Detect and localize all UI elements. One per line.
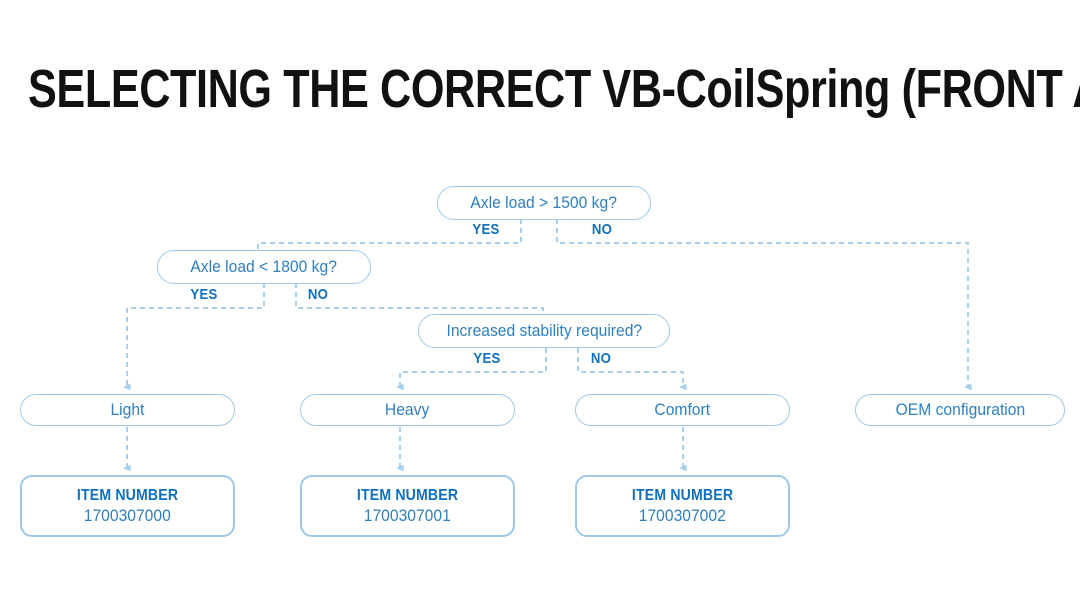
- branch-label-d1-no: NO: [591, 221, 613, 238]
- decision-axle-load-1500[interactable]: Axle load > 1500 kg?: [437, 186, 651, 220]
- branch-label-d3-no: NO: [590, 350, 612, 367]
- item-number-card-light[interactable]: ITEM NUMBER 1700307000: [20, 475, 235, 537]
- item-number-value: 1700307000: [84, 505, 171, 525]
- item-number-title: ITEM NUMBER: [631, 486, 734, 504]
- decision-increased-stability-label: Increased stability required?: [446, 321, 642, 340]
- page-title: SELECTING THE CORRECT VB-CoilSpring (FRO…: [28, 59, 1080, 119]
- item-number-value: 1700307002: [639, 505, 726, 525]
- result-heavy[interactable]: Heavy: [300, 394, 515, 426]
- branch-label-d3-yes: YES: [473, 350, 501, 367]
- result-oem-configuration[interactable]: OEM configuration: [855, 394, 1065, 426]
- item-number-value: 1700307001: [364, 505, 451, 525]
- result-heavy-label: Heavy: [385, 400, 430, 419]
- branch-label-d1-yes: YES: [472, 221, 500, 238]
- decision-axle-load-1800[interactable]: Axle load < 1800 kg?: [157, 250, 371, 284]
- result-comfort-label: Comfort: [654, 400, 711, 419]
- decision-axle-load-1500-label: Axle load > 1500 kg?: [470, 193, 618, 212]
- branch-label-d2-no: NO: [307, 286, 329, 303]
- item-number-title: ITEM NUMBER: [76, 486, 179, 504]
- item-number-card-comfort[interactable]: ITEM NUMBER 1700307002: [575, 475, 790, 537]
- item-number-title: ITEM NUMBER: [356, 486, 459, 504]
- decision-axle-load-1800-label: Axle load < 1800 kg?: [190, 257, 338, 276]
- result-light[interactable]: Light: [20, 394, 235, 426]
- item-number-card-heavy[interactable]: ITEM NUMBER 1700307001: [300, 475, 515, 537]
- result-oem-configuration-label: OEM configuration: [895, 400, 1025, 419]
- result-light-label: Light: [110, 400, 145, 419]
- decision-increased-stability[interactable]: Increased stability required?: [418, 314, 670, 348]
- branch-label-d2-yes: YES: [190, 286, 218, 303]
- result-comfort[interactable]: Comfort: [575, 394, 790, 426]
